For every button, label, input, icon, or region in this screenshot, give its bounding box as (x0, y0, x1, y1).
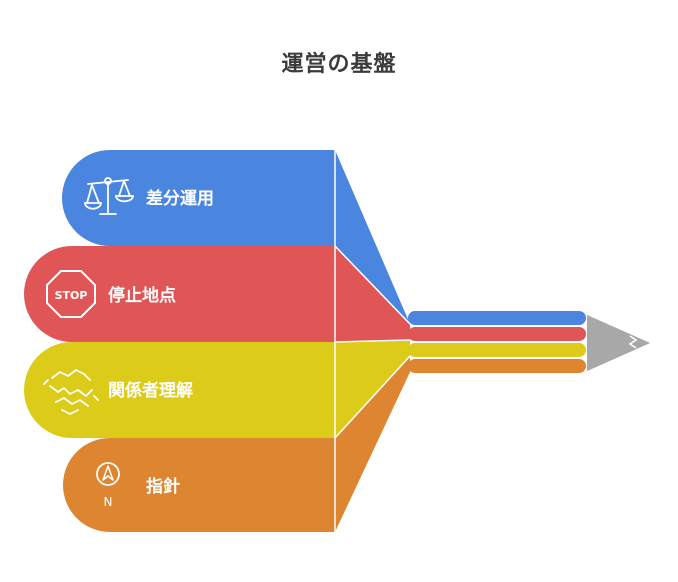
band-label-orange: 指針 (146, 476, 180, 497)
funnel-wedge-red (335, 246, 410, 342)
funnel-wedge-yellow (335, 340, 410, 438)
strip-blue (408, 311, 586, 325)
band-orange (63, 438, 335, 532)
band-label-red: 停止地点 (108, 285, 176, 306)
handshake-icon (43, 369, 99, 415)
band-label-yellow: 関係者理解 (108, 380, 193, 401)
arrow-tip (587, 315, 650, 371)
band-red (24, 246, 335, 342)
compass-north-text: N (104, 495, 113, 509)
strip-red (408, 327, 586, 341)
stop-sign-icon: STOP (46, 270, 96, 318)
balance-scale-icon (84, 177, 134, 215)
page-title: 運営の基盤 (281, 52, 397, 77)
band-blue (62, 150, 335, 246)
stop-sign-text: STOP (55, 289, 88, 302)
funnel-wedge-blue (335, 150, 410, 324)
band-label-blue: 差分運用 (146, 188, 214, 209)
strip-yellow (408, 343, 586, 357)
compass-icon: N (96, 462, 120, 509)
band-yellow (24, 342, 335, 438)
funnel-wedge-orange (335, 356, 410, 532)
strip-orange (408, 359, 586, 373)
